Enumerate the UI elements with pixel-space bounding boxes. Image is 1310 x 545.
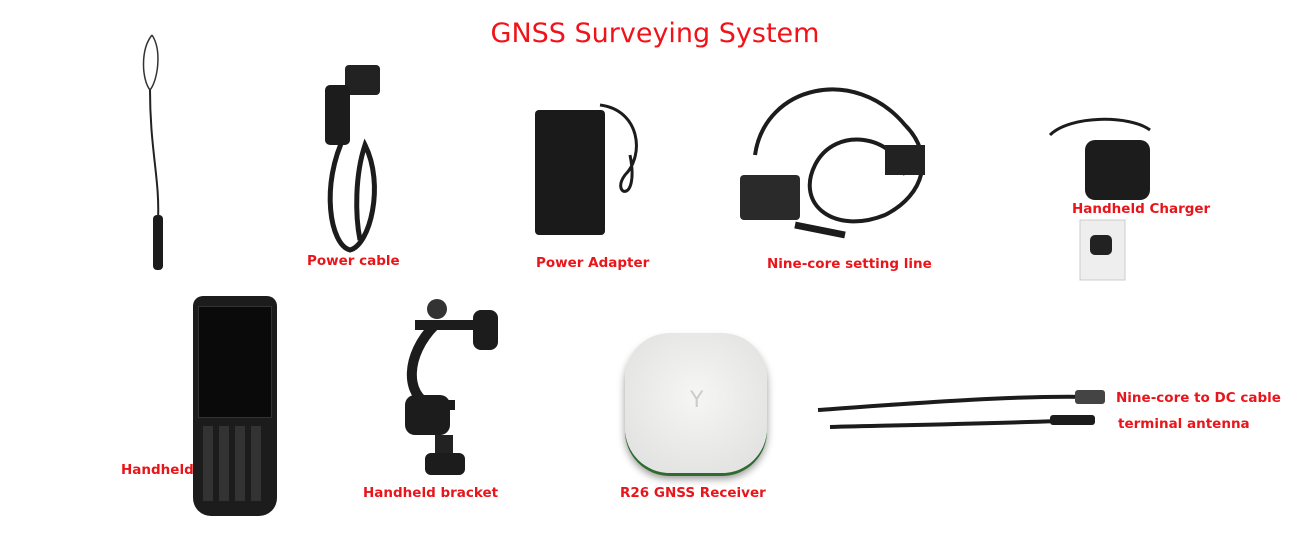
label-power-cable: Power cable <box>307 253 400 269</box>
label-handheld: Handheld <box>121 462 194 478</box>
lanyard-strap-image <box>142 34 163 270</box>
page-title: GNSS Surveying System <box>490 18 820 49</box>
receiver-logo-icon: Y <box>690 388 704 413</box>
label-handheld-charger: Handheld Charger <box>1072 201 1211 217</box>
handheld-device-image <box>193 296 277 516</box>
nine-core-dc-cable-antenna-image <box>817 390 1105 429</box>
label-power-adapter: Power Adapter <box>536 255 650 271</box>
label-nine-core-setting-line: Nine-core setting line <box>767 256 932 272</box>
power-adapter-image <box>535 103 638 235</box>
label-nine-core-dc-cable: Nine-core to DC cable <box>1116 390 1281 406</box>
gnss-receiver-image: Y <box>625 333 767 473</box>
power-cable-image <box>325 65 380 253</box>
label-gnss-receiver: R26 GNSS Receiver <box>620 485 766 501</box>
nine-core-setting-line-image <box>740 87 925 239</box>
label-handheld-bracket: Handheld bracket <box>363 485 499 501</box>
handheld-charger-image <box>1048 117 1151 281</box>
handheld-bracket-image <box>405 299 498 475</box>
label-terminal-antenna: terminal antenna <box>1118 416 1250 432</box>
